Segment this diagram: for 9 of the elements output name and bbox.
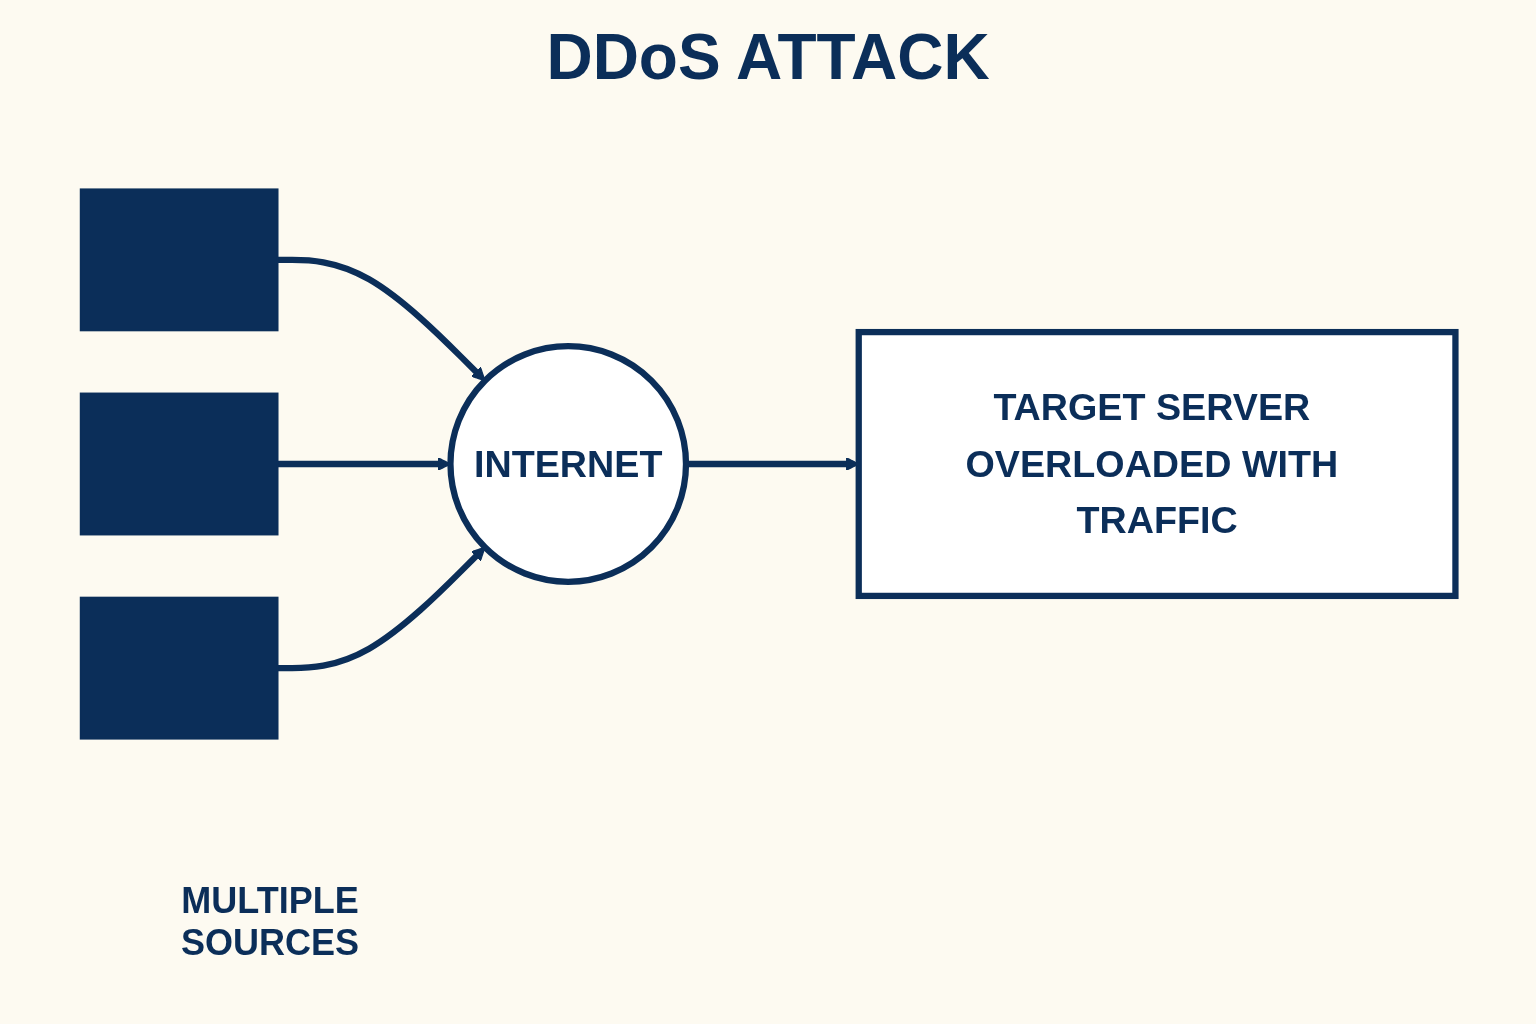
group-label: MULTIPLE SOURCES	[180, 880, 360, 964]
node-box	[79, 596, 279, 740]
node-circle: INTERNET	[447, 343, 690, 585]
node-box	[79, 188, 279, 332]
diagram-title: DDoS ATTACK	[545, 20, 991, 94]
node-box	[79, 392, 279, 536]
node-box: TARGET SERVER OVERLOADED WITH TRAFFIC	[855, 328, 1459, 600]
arrow	[277, 256, 486, 382]
arrow	[277, 546, 486, 672]
